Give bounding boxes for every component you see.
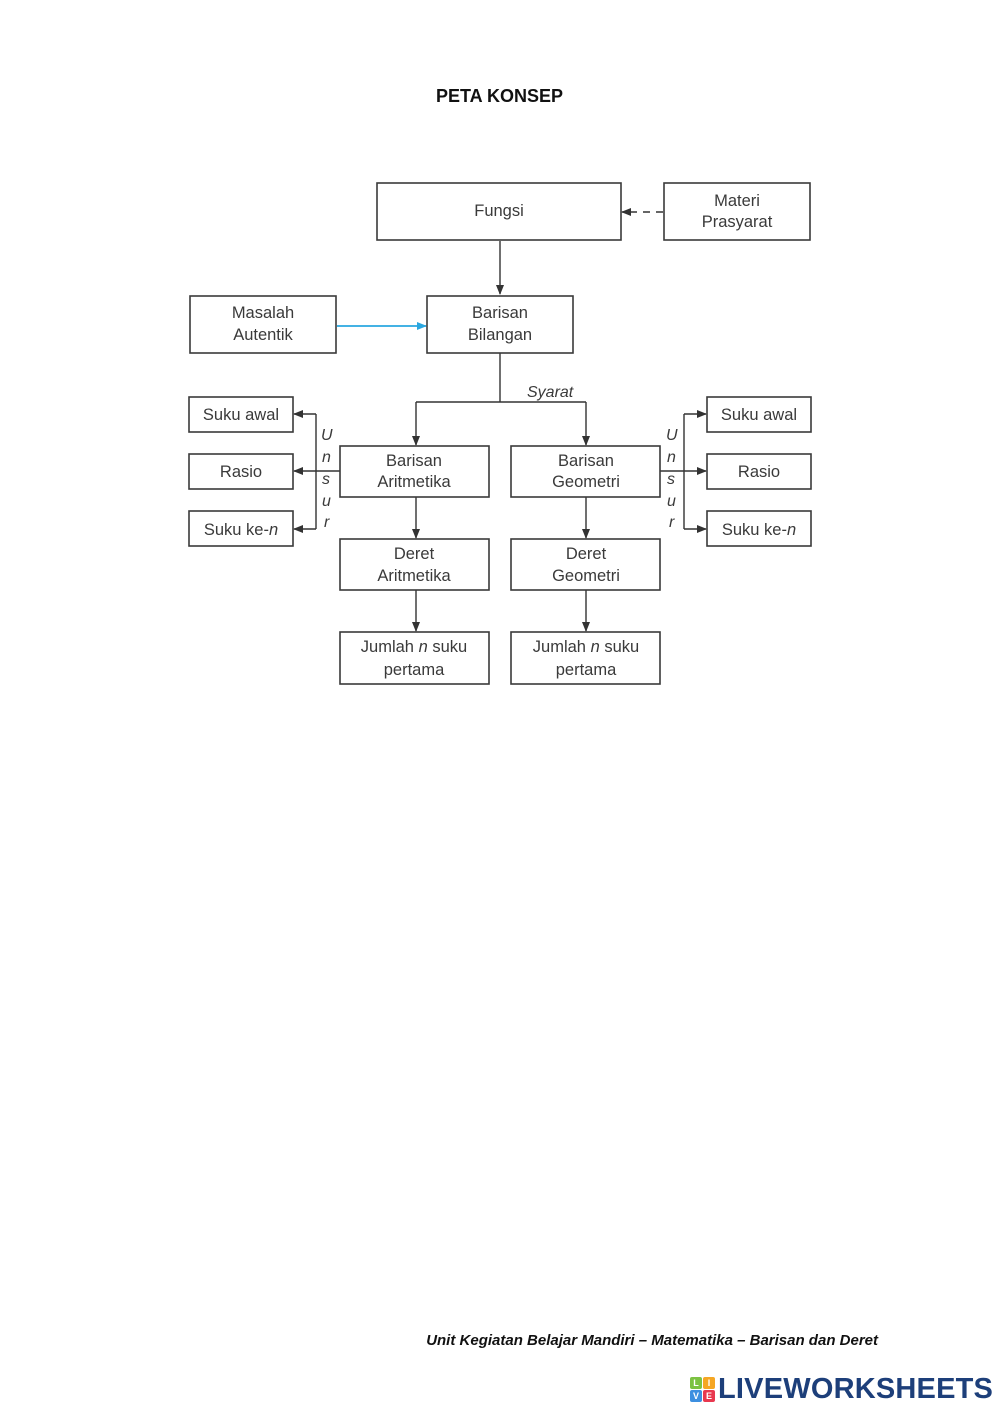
node-label: Fungsi: [474, 202, 524, 220]
node-label: Rasio: [220, 463, 262, 481]
unsur-letter: s: [322, 471, 330, 488]
node-left-suku-ke-n: Suku ke-n: [188, 510, 294, 547]
node-materi-prasyarat: Materi Prasyarat: [663, 182, 811, 241]
unsur-letter: n: [322, 449, 331, 466]
unsur-letter: r: [324, 514, 330, 531]
logo-cell: L: [690, 1377, 702, 1389]
node-label: Rasio: [738, 463, 780, 481]
unsur-letter: u: [322, 493, 331, 510]
node-label: Suku awal: [203, 406, 279, 424]
node-label: Aritmetika: [377, 473, 451, 491]
logo-cell: I: [703, 1377, 715, 1389]
node-right-suku-awal: Suku awal: [706, 396, 812, 433]
node-label: Materi: [714, 192, 760, 210]
node-label: Suku ke-n: [204, 521, 278, 539]
unsur-letter: r: [669, 514, 675, 531]
node-label: Deret: [394, 545, 435, 563]
liveworksheets-brand[interactable]: L I V E LIVEWORKSHEETS: [690, 1373, 993, 1406]
logo-cell: V: [690, 1390, 702, 1402]
node-label: Geometri: [552, 473, 620, 491]
node-label: Prasyarat: [702, 213, 773, 231]
node-barisan-geometri: Barisan Geometri: [510, 445, 661, 498]
node-label: Aritmetika: [377, 567, 451, 585]
node-jumlah-aritmetika: Jumlah n suku pertama: [339, 631, 490, 685]
node-label: Barisan: [472, 304, 528, 322]
page-footer: Unit Kegiatan Belajar Mandiri – Matemati…: [426, 1332, 878, 1349]
node-label: Bilangan: [468, 326, 532, 344]
unsur-letter: U: [321, 427, 333, 444]
node-barisan-bilangan: Barisan Bilangan: [426, 295, 574, 354]
node-label: pertama: [556, 661, 617, 679]
label-syarat: Syarat: [527, 384, 574, 401]
node-label: Barisan: [558, 452, 614, 470]
node-label: pertama: [384, 661, 445, 679]
node-label: Geometri: [552, 567, 620, 585]
brand-name: LIVEWORKSHEETS: [718, 1373, 994, 1405]
logo-cell: E: [703, 1390, 715, 1402]
node-label: Autentik: [233, 326, 293, 344]
node-fungsi: Fungsi: [376, 182, 622, 241]
node-barisan-aritmetika: Barisan Aritmetika: [339, 445, 490, 498]
node-label: Jumlah n suku: [533, 638, 639, 656]
label-unsur-right: U n s u r: [666, 427, 678, 531]
node-label: Jumlah n suku: [361, 638, 467, 656]
node-left-suku-awal: Suku awal: [188, 396, 294, 433]
node-right-rasio: Rasio: [706, 453, 812, 490]
unsur-letter: u: [667, 493, 676, 510]
concept-map-diagram: Syarat U n s u r U n s u r Fungsi Materi…: [188, 182, 812, 685]
node-label: Suku awal: [721, 406, 797, 424]
node-left-rasio: Rasio: [188, 453, 294, 490]
node-label: Suku ke-n: [722, 521, 796, 539]
node-label: Barisan: [386, 452, 442, 470]
node-right-suku-ke-n: Suku ke-n: [706, 510, 812, 547]
label-unsur-left: U n s u r: [321, 427, 333, 531]
unsur-letter: n: [667, 449, 676, 466]
node-label: Deret: [566, 545, 607, 563]
node-masalah-autentik: Masalah Autentik: [189, 295, 337, 354]
unsur-letter: U: [666, 427, 678, 444]
node-label: Masalah: [232, 304, 294, 322]
node-jumlah-geometri: Jumlah n suku pertama: [510, 631, 661, 685]
page-title: PETA KONSEP: [435, 86, 564, 106]
unsur-letter: s: [667, 471, 675, 488]
node-deret-geometri: Deret Geometri: [510, 538, 661, 591]
liveworksheets-logo-icon: L I V E: [690, 1377, 715, 1402]
connectors: [293, 208, 707, 632]
node-deret-aritmetika: Deret Aritmetika: [339, 538, 490, 591]
